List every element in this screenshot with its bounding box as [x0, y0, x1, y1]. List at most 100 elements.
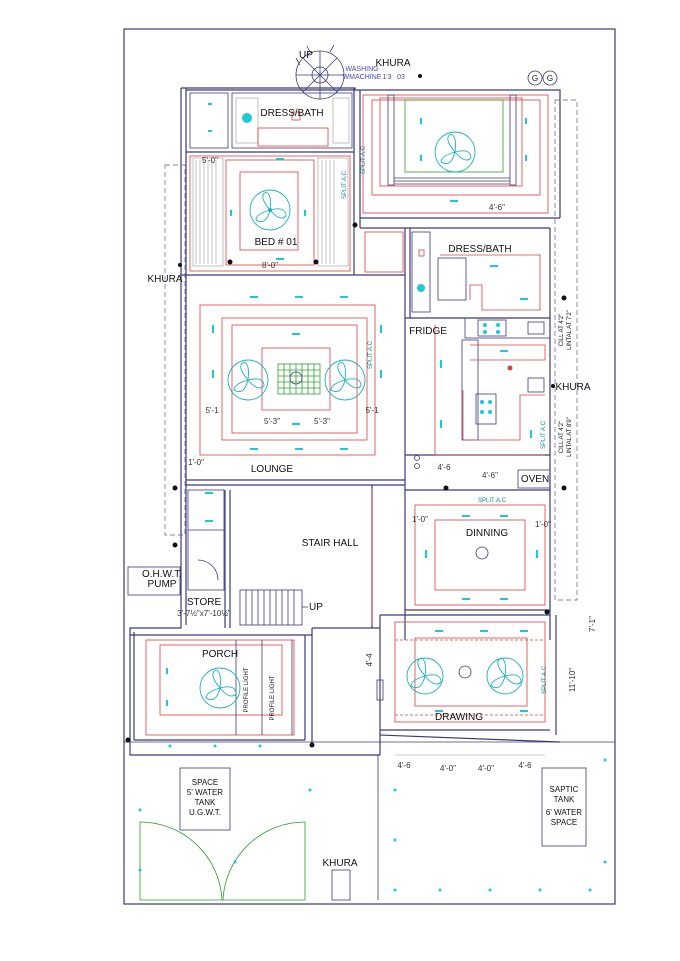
saptic-tank-label: TANK — [554, 795, 575, 804]
shower-area — [189, 92, 229, 149]
dim-4-6-k2: 4'-6" — [482, 471, 498, 480]
switch-icon — [414, 463, 420, 469]
saptic-tank-box — [541, 767, 587, 847]
lintal-2-label: LINTAL AT 8'9" — [567, 417, 573, 457]
grid-g2-label: G — [547, 74, 553, 83]
store-room — [187, 489, 225, 591]
khura-right-label: KHURA — [555, 382, 590, 393]
stair-hall-label: STAIR HALL — [302, 538, 359, 549]
split-ac-lounge: SPLIT A.C — [368, 340, 374, 369]
dim-5-0: 5'-0" — [202, 156, 218, 165]
drawing-label: DRAWING — [435, 712, 483, 723]
oven-box — [517, 469, 551, 489]
switch-icon — [414, 455, 420, 461]
dim-03: 03 — [397, 74, 405, 81]
dashed-outline-right — [554, 99, 578, 601]
gate-swing — [139, 821, 306, 901]
ceiling-fan-icon — [249, 189, 291, 231]
up-stair-label: UP — [309, 602, 323, 613]
dim-4-6-top: 4'-6" — [489, 203, 505, 212]
plot-boundary — [123, 28, 616, 905]
ohwt-label: O.H.W.T. — [142, 569, 182, 580]
grid-marker-g2 — [542, 70, 558, 86]
ceiling-fan-icon — [199, 667, 241, 709]
dim-1-0-din-b: 1'-0" — [535, 520, 551, 529]
ceiling-fan-icon — [227, 359, 269, 401]
water-tank-label: 5' WATER — [187, 788, 223, 797]
dim-1-0-din-a: 1'-0" — [412, 515, 428, 524]
khura-left-label: KHURA — [147, 274, 182, 285]
profile-light-2-label: PROFILE LIGHT — [270, 675, 276, 720]
ugwt-box — [179, 767, 231, 831]
wmachine-label: WMACHINE — [343, 74, 382, 81]
dim-4-4: 4'-4 — [365, 653, 374, 667]
lintal-1-label: LINTAL AT 7'2" — [567, 310, 573, 350]
oven-label: OVEN — [521, 474, 549, 485]
building-outline — [129, 87, 561, 756]
dim-11-10: 11'-10" — [568, 668, 577, 692]
up-top-label: UP — [299, 50, 313, 61]
drain-icon — [551, 384, 555, 388]
washing-label: WASHING — [345, 66, 378, 73]
dim-8-0: 8'-0" — [262, 261, 278, 270]
dim-1-0-lounge: 1'-0" — [188, 458, 204, 467]
dim-4-0-b: 4'-0" — [478, 764, 494, 773]
dress-bath-2-room — [364, 231, 541, 313]
light-points — [166, 103, 538, 712]
cill-2-label: CILL AT 4'2" — [559, 421, 565, 454]
top-right-room — [362, 94, 549, 214]
porch-label: PORCH — [202, 649, 238, 660]
lounge-room — [199, 304, 376, 456]
kitchen — [434, 317, 551, 456]
dim-5-1-left: 5'-1 — [205, 406, 219, 415]
bed01-label: BED # 01 — [255, 237, 298, 248]
water-6-label: 6' WATER — [546, 808, 582, 817]
drain-icon — [418, 74, 422, 78]
split-ac-drawing: SPLIT A.C — [542, 665, 548, 694]
ohwt-box — [127, 566, 181, 596]
door-swing — [197, 559, 219, 581]
fridge-label: FRIDGE — [409, 326, 447, 337]
ceiling-fan-icon — [324, 359, 366, 401]
bulb-markers — [125, 222, 567, 748]
grid-marker-g1 — [527, 70, 543, 86]
dim-5-1-right: 5'-1 — [365, 406, 379, 415]
main-door — [376, 679, 384, 701]
dim-5-3-b: 5'-3" — [314, 417, 330, 426]
split-ac-top-right: SPLIT A.C — [361, 145, 367, 174]
split-ac-bed01: SPLIT A.C — [342, 170, 348, 199]
profile-light-1-label: PROFILE LIGHT — [244, 667, 250, 712]
space-label: SPACE — [192, 778, 219, 787]
dress-bath-1-label: DRESS/BATH — [260, 108, 323, 119]
khura-bottom-label: KHURA — [322, 858, 357, 869]
porch-room — [145, 639, 295, 736]
dress-bath-2-label: DRESS/BATH — [448, 244, 511, 255]
store-size-label: 3'-7½"x7'-10½" — [177, 609, 231, 618]
ceiling-fan-icon — [486, 657, 524, 695]
washbasin-icon — [242, 113, 252, 123]
dim-4-6-3-4-a: 4'-6 — [397, 761, 411, 770]
lounge-label: LOUNGE — [251, 464, 294, 475]
tank-label: TANK — [195, 798, 216, 807]
dinning-label: DINNING — [466, 528, 508, 539]
bed01-room — [189, 155, 351, 272]
ceiling-fan-icon — [434, 131, 476, 173]
split-ac-kitchen: SPLIT A.C — [541, 420, 547, 449]
ugwt-label: U.G.W.T. — [189, 808, 221, 817]
dim-7-1-2: 7'-1" — [588, 616, 597, 632]
yard-lights — [138, 744, 607, 892]
split-ac-dinning: SPLIT A.C — [478, 498, 507, 504]
khura-top-label: KHURA — [375, 58, 410, 69]
chandelier-icon — [458, 665, 472, 679]
store-label: STORE — [187, 597, 222, 608]
drawing-room — [394, 621, 546, 723]
grid-g1-label: G — [532, 74, 538, 83]
pump-label: PUMP — [148, 579, 177, 590]
drain-icon — [178, 263, 182, 267]
dashed-outline-left — [164, 164, 186, 536]
stair-hall-room — [239, 488, 373, 626]
saptic-label: SAPTIC — [550, 785, 579, 794]
spiral-stair — [295, 44, 345, 100]
dim-1-3: 1'3 — [382, 74, 391, 81]
